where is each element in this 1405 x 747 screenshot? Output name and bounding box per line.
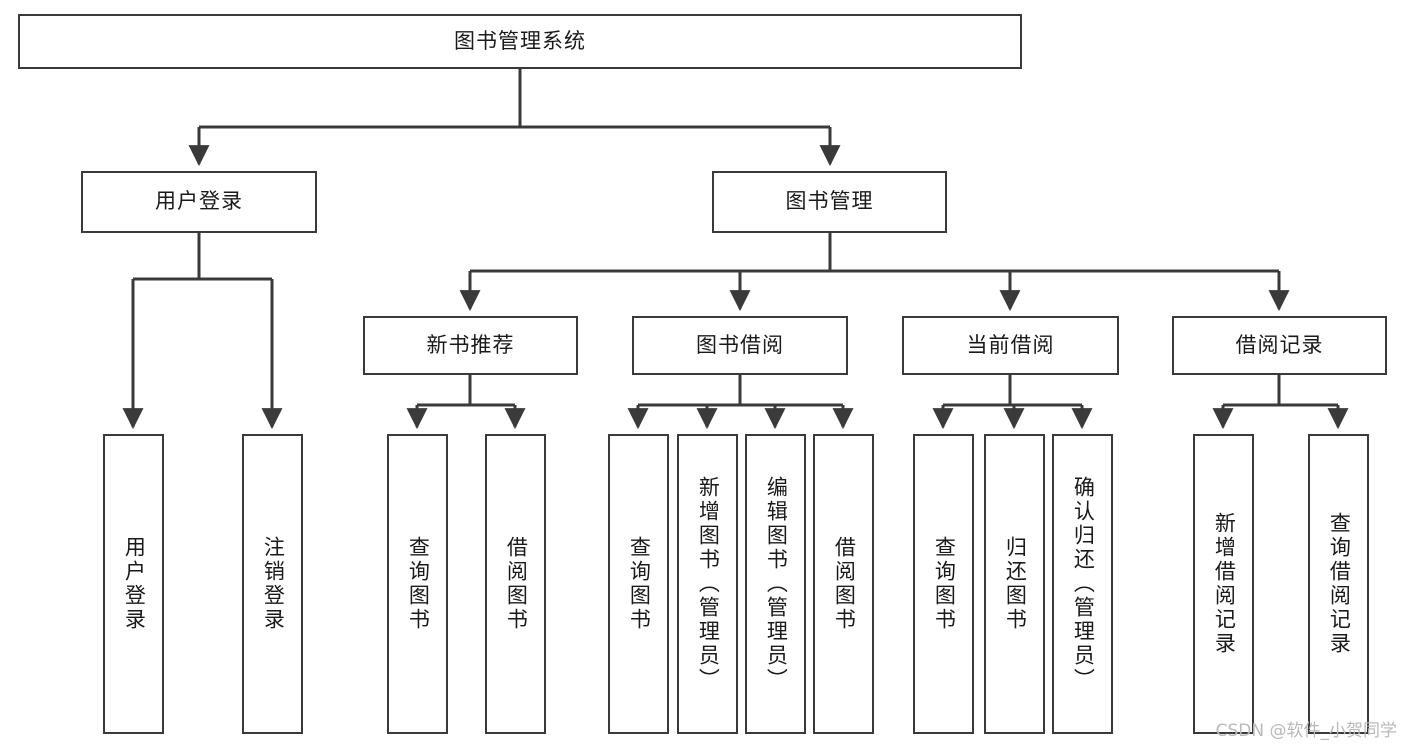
node-leaf-user-login-label: 用户登录 [122,536,147,632]
node-current-borrow-label: 当前借阅 [966,332,1055,357]
node-leaf-query-book-rec-label: 查询图书 [406,536,431,632]
node-new-book-rec-label: 新书推荐 [426,332,515,357]
node-leaf-add-record-label: 新增借阅记录 [1212,512,1237,656]
node-leaf-edit-book-label: 编辑图书（管理员） [764,476,789,692]
node-leaf-add-book-label: 新增图书（管理员） [696,476,721,692]
node-book-manage-label: 图书管理 [785,189,874,214]
csdn-watermark: CSDN @软件_小贺同学 [1215,721,1397,741]
node-root-label: 图书管理系统 [454,28,586,53]
node-book-borrow[interactable]: 图书借阅 [632,316,848,375]
node-leaf-logout-label: 注销登录 [261,536,286,632]
node-borrow-record-label: 借阅记录 [1235,332,1324,357]
node-leaf-return-book-label: 归还图书 [1003,536,1028,632]
node-leaf-logout[interactable]: 注销登录 [242,434,303,734]
node-leaf-confirm-return[interactable]: 确认归还（管理员） [1052,434,1113,734]
node-leaf-query-record-label: 查询借阅记录 [1327,512,1352,656]
node-leaf-query-book[interactable]: 查询图书 [608,434,669,734]
node-root[interactable]: 图书管理系统 [18,14,1022,69]
node-leaf-borrow-book-label: 借阅图书 [832,536,857,632]
node-leaf-user-login[interactable]: 用户登录 [103,434,164,734]
node-leaf-query-book-label: 查询图书 [627,536,652,632]
node-leaf-borrow-book[interactable]: 借阅图书 [813,434,874,734]
node-leaf-add-book[interactable]: 新增图书（管理员） [677,434,738,734]
node-borrow-record[interactable]: 借阅记录 [1172,316,1387,375]
node-book-borrow-label: 图书借阅 [696,332,784,357]
node-book-manage[interactable]: 图书管理 [712,171,947,233]
node-leaf-return-book[interactable]: 归还图书 [984,434,1045,734]
node-leaf-query-record[interactable]: 查询借阅记录 [1308,434,1369,734]
node-current-borrow[interactable]: 当前借阅 [902,316,1119,375]
node-user-login-label: 用户登录 [155,189,243,214]
node-leaf-borrow-book-rec-label: 借阅图书 [504,536,529,632]
node-leaf-borrow-book-rec[interactable]: 借阅图书 [485,434,546,734]
node-user-login[interactable]: 用户登录 [81,171,317,233]
node-leaf-query-book-cur-label: 查询图书 [932,536,957,632]
node-leaf-add-record[interactable]: 新增借阅记录 [1193,434,1254,734]
node-leaf-edit-book[interactable]: 编辑图书（管理员） [745,434,806,734]
node-leaf-query-book-rec[interactable]: 查询图书 [387,434,448,734]
node-new-book-rec[interactable]: 新书推荐 [363,316,578,375]
node-leaf-query-book-cur[interactable]: 查询图书 [913,434,974,734]
node-leaf-confirm-return-label: 确认归还（管理员） [1071,476,1096,692]
